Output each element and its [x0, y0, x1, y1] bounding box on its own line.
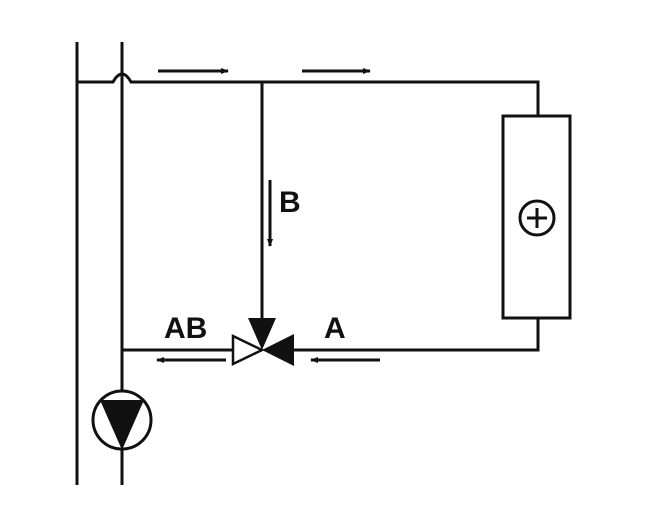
- label-ab: AB: [164, 312, 207, 345]
- consumer-box: [501, 114, 572, 320]
- label-b: B: [279, 186, 301, 219]
- pump-triangle: [100, 400, 144, 450]
- supply-pipe: [77, 72, 540, 116]
- return-pipe: [294, 318, 540, 352]
- plus-icon: [518, 199, 556, 237]
- label-a: A: [324, 312, 346, 345]
- valve-icon: [231, 318, 294, 366]
